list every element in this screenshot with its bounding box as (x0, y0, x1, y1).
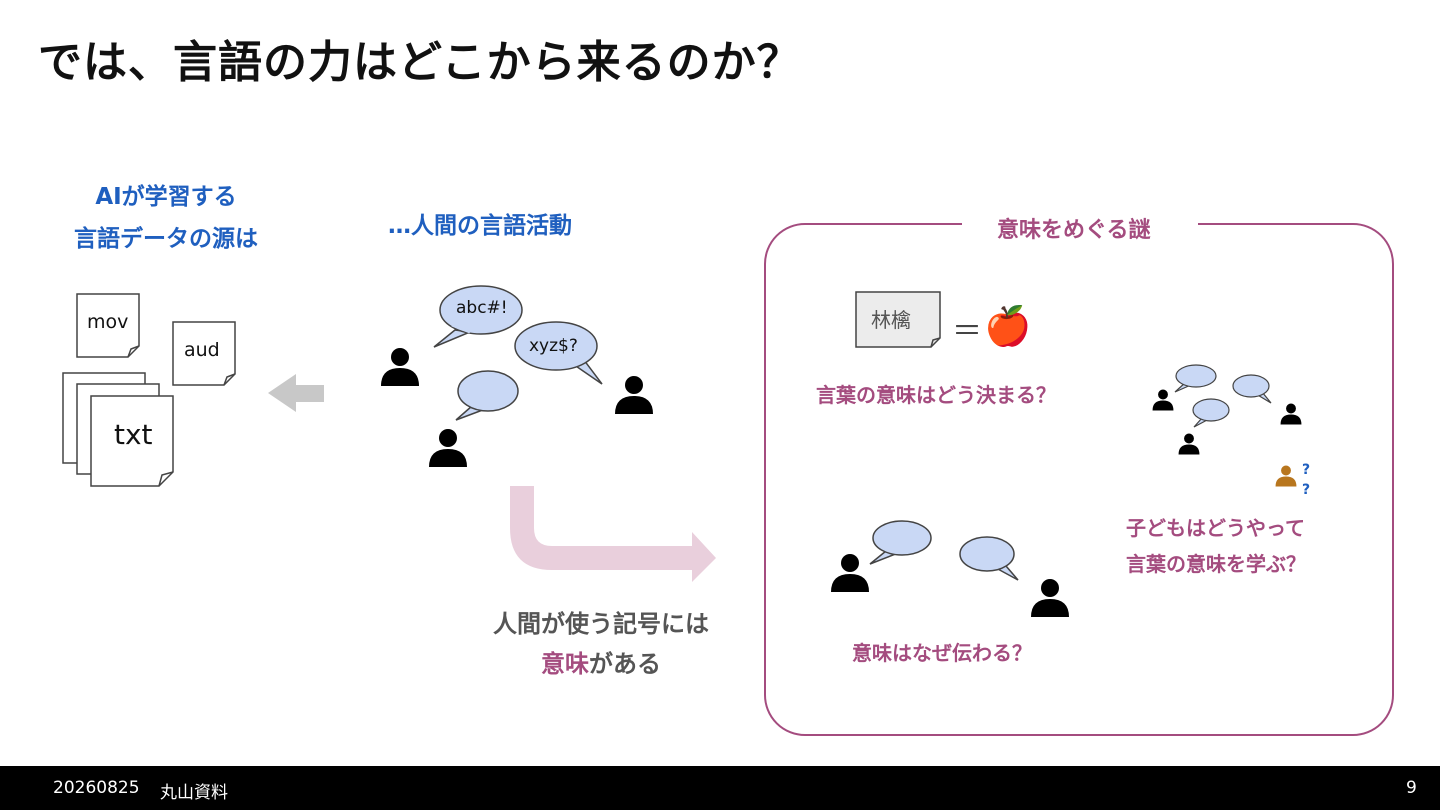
word-card (855, 291, 941, 348)
left-arrow-icon (268, 374, 324, 412)
speech-bubble-left (869, 520, 932, 565)
data-source-heading-line1: AIが学習する (95, 184, 237, 210)
equals-sign: ＝ (952, 314, 982, 349)
person-icon (1178, 433, 1200, 455)
speech-bubble-abc (433, 285, 523, 348)
symbol-meaning-caption: 人間が使う記号には 意味がある (470, 604, 732, 684)
question-meaning-defined: 言葉の意味はどう決まる？ (816, 383, 1056, 407)
person-icon (1152, 389, 1174, 411)
speech-bubble-right (959, 536, 1019, 581)
person-icon (615, 376, 653, 414)
speech-bubble-small (1174, 364, 1217, 393)
human-language-heading: …人間の言語活動 (388, 213, 572, 239)
speech-bubble-empty (455, 370, 519, 421)
person-icon (831, 554, 869, 592)
footer-author: 丸山資料 (160, 783, 228, 803)
child-icon (1275, 465, 1297, 487)
caption-meaning-word: 意味 (541, 650, 589, 678)
data-source-heading-line2: 言語データの源は (74, 226, 258, 252)
bubble-text-xyz: xyz$? (529, 336, 578, 356)
person-icon (429, 429, 467, 467)
speech-bubble-xyz (514, 321, 603, 385)
aud-file-icon (172, 321, 236, 386)
person-icon (381, 348, 419, 386)
mov-file-icon (76, 293, 140, 358)
mystery-frame-gap (962, 214, 1198, 238)
question-meaning-conveyed: 意味はなぜ伝わる？ (852, 641, 1032, 665)
person-icon (1280, 403, 1302, 425)
aud-label: aud (184, 339, 220, 361)
speech-bubble-small (1192, 398, 1230, 428)
data-source-heading: AIが学習する 言語データの源は (60, 176, 272, 260)
apple-icon: 🍎 (984, 304, 1032, 348)
question-child-learning: 子どもはどうやって 言葉の意味を学ぶ？ (1126, 510, 1306, 582)
page-title: では、言語の力はどこから来るのか？ (38, 37, 802, 88)
question-child-line2: 言葉の意味を学ぶ？ (1126, 552, 1306, 576)
footer-date: 20260825 (53, 778, 140, 798)
txt-label: txt (114, 418, 153, 451)
caption-line1: 人間が使う記号には (493, 610, 709, 638)
word-card-text: 林檎 (871, 308, 911, 332)
mystery-heading: 意味をめぐる謎 (997, 218, 1151, 243)
person-icon (1031, 579, 1069, 617)
bubble-text-abc: abc#! (456, 298, 508, 318)
child-question-marks: ? ? (1302, 460, 1310, 500)
bent-arrow-icon (510, 486, 716, 582)
mov-label: mov (87, 311, 129, 333)
question-mark: ? (1302, 462, 1311, 478)
question-mark: ? (1302, 482, 1311, 498)
caption-rest: がある (589, 650, 661, 678)
caption-line2: 意味がある (470, 644, 732, 684)
page-number: 9 (1406, 778, 1417, 798)
question-child-line1: 子どもはどうやって (1126, 516, 1305, 540)
speech-bubble-small (1232, 374, 1272, 404)
footer-bar: 20260825 丸山資料 9 (0, 766, 1440, 810)
txt-file-stack-icon (62, 372, 174, 487)
